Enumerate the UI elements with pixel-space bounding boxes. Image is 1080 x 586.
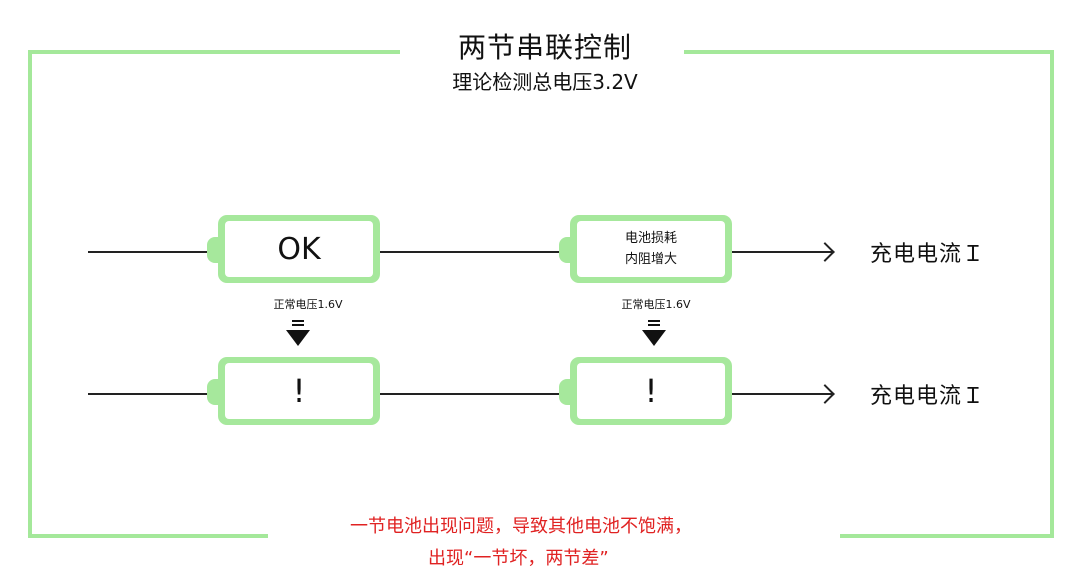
battery-cap — [207, 237, 221, 263]
note-line-2: 出现“一节坏，两节差” — [428, 548, 609, 569]
battery-label: ! — [292, 372, 306, 410]
battery-cap — [559, 237, 573, 263]
wire-row1-mid — [380, 251, 570, 253]
arrow-right-icon — [815, 242, 835, 262]
battery-cap — [207, 379, 221, 405]
wire-row2-mid — [380, 393, 570, 395]
frame-top-right — [684, 50, 1054, 54]
diagram-title: 两节串联控制 — [457, 31, 632, 64]
frame-bottom-right — [840, 534, 1054, 538]
frame-left — [28, 50, 32, 538]
note-line-1: 一节电池出现问题，导致其他电池不饱满， — [350, 516, 692, 537]
diagram-subtitle: 理论检测总电压3.2V — [452, 70, 638, 94]
wire-row2-left — [88, 393, 216, 395]
battery-row1-left: OK — [207, 215, 380, 283]
wire-row1-left — [88, 251, 216, 253]
voltage-label-right: 正常电压1.6V — [621, 298, 691, 311]
battery-row2-right: ! — [559, 357, 732, 425]
down-arrow-icon — [286, 320, 310, 348]
wire-row1-right — [732, 251, 832, 253]
battery-label: ! — [644, 372, 658, 410]
wire-row2-right — [732, 393, 832, 395]
frame-right — [1050, 50, 1054, 538]
battery-row1-right: 电池损耗 内阻增大 — [559, 215, 732, 283]
arrow-right-icon — [815, 384, 835, 404]
frame-bottom-left — [28, 534, 268, 538]
battery-label: OK — [277, 231, 321, 267]
frame-top-left — [28, 50, 400, 54]
voltage-label-left: 正常电压1.6V — [273, 298, 343, 311]
battery-row2-left: ! — [207, 357, 380, 425]
current-label-row1: 充电电流Ｉ — [870, 242, 986, 267]
battery-label: 电池损耗 内阻增大 — [624, 231, 677, 267]
battery-cap — [559, 379, 573, 405]
current-label-row2: 充电电流Ｉ — [870, 384, 986, 409]
down-arrow-icon — [642, 320, 666, 348]
